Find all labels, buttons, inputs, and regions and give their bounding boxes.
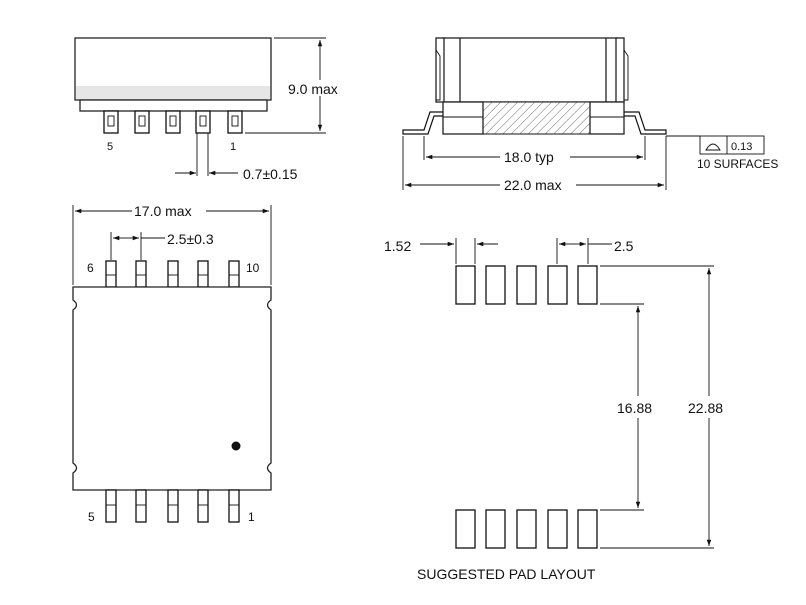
end-view-foot-left <box>442 101 484 135</box>
side-view-leads <box>103 110 243 134</box>
outer-span-label: 22.0 max <box>504 177 562 193</box>
pad-inner-span-label: 16.88 <box>617 400 652 416</box>
pad-layout: 1.52 2.5 16.88 22.88 SUGGESTED PAD LAYOU… <box>384 238 723 582</box>
solder-pad <box>547 509 568 549</box>
top-view-body <box>72 286 272 491</box>
pin-top-left: 6 <box>87 261 94 275</box>
pad-outer-span-label: 22.88 <box>688 400 723 416</box>
side-lead <box>195 110 211 134</box>
solder-pad <box>485 509 506 549</box>
side-view-base-shading <box>76 86 270 99</box>
bottom-lead <box>228 489 240 523</box>
solder-pad <box>485 265 506 305</box>
end-view-lead-left <box>402 111 443 135</box>
solder-pad <box>516 509 537 549</box>
side-lead <box>227 110 243 134</box>
top-view: 17.0 max 2.5±0.3 6 10 5 1 <box>72 203 272 524</box>
end-view-clip-detail-left <box>435 49 441 101</box>
top-lead <box>228 260 240 288</box>
pin-top-right: 10 <box>246 261 260 275</box>
lead-width-label: 0.7±0.15 <box>243 166 298 182</box>
pad-layout-caption: SUGGESTED PAD LAYOUT <box>417 566 596 582</box>
end-view-lead-right <box>624 111 667 135</box>
profile-of-surface-icon <box>705 143 721 151</box>
top-lead <box>167 260 179 288</box>
pitch-label: 2.5±0.3 <box>167 231 214 247</box>
height-label: 9.0 max <box>288 81 338 97</box>
width-label: 17.0 max <box>134 203 192 219</box>
pad-pitch-label: 2.5 <box>614 238 634 254</box>
side-lead-inner <box>138 115 146 127</box>
solder-pad <box>577 265 598 305</box>
end-view: 18.0 typ 22.0 max 0.13 10 SURFACES <box>402 37 778 193</box>
side-view: 9.0 max 5 1 0.7±0.15 <box>74 37 338 182</box>
bottom-lead <box>105 489 117 523</box>
pad-width-label: 1.52 <box>384 238 411 254</box>
side-lead <box>165 110 181 134</box>
side-pin-left: 5 <box>107 141 113 153</box>
end-view-clip-right <box>615 37 625 103</box>
solder-pad <box>577 509 598 549</box>
inner-span-label: 18.0 typ <box>504 149 554 165</box>
top-lead <box>105 260 117 288</box>
end-view-body <box>442 37 618 103</box>
side-lead-inner <box>231 115 239 127</box>
pin-bottom-right: 1 <box>248 510 255 524</box>
solder-pad <box>455 265 476 305</box>
solder-pad <box>516 265 537 305</box>
bottom-lead <box>135 489 147 523</box>
side-lead <box>103 110 119 134</box>
end-view-foot-right <box>589 101 625 135</box>
coplanarity-note: 10 SURFACES <box>697 157 778 171</box>
solder-pad <box>455 509 476 549</box>
top-view-lower-leads <box>105 489 240 523</box>
pad-row-top <box>455 265 598 305</box>
end-view-clip-detail-right <box>623 49 629 101</box>
top-view-upper-leads <box>105 260 240 288</box>
side-lead <box>134 110 150 134</box>
pin1-marker-dot <box>231 441 241 451</box>
top-lead <box>197 260 209 288</box>
bottom-lead <box>197 489 209 523</box>
side-pin-right: 1 <box>230 141 236 153</box>
side-lead-inner <box>199 115 207 127</box>
bottom-lead <box>167 489 179 523</box>
coplanarity-frame <box>699 135 765 155</box>
side-lead-inner <box>107 115 115 127</box>
top-lead <box>135 260 147 288</box>
side-lead-inner <box>169 115 177 127</box>
pin-bottom-left: 5 <box>88 510 95 524</box>
pad-row-bottom <box>455 509 598 549</box>
side-view-base <box>79 99 268 112</box>
coplanarity-value: 0.13 <box>731 141 752 153</box>
end-view-core-hatched <box>481 101 591 135</box>
solder-pad <box>547 265 568 305</box>
